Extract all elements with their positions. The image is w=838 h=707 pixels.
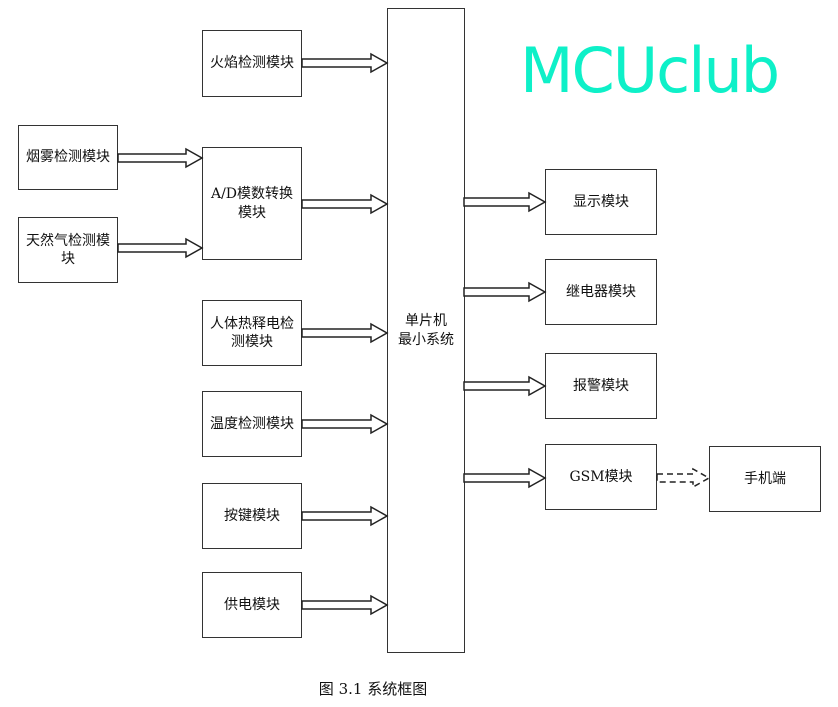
label: 按键模块 xyxy=(224,507,280,524)
label: 手机端 xyxy=(744,470,786,487)
gsm-to-phone-arrow xyxy=(656,467,711,489)
label: 温度检测模块 xyxy=(210,415,294,432)
label: 人体热释电检测模块 xyxy=(210,315,294,350)
mcu-to-gsm-arrow xyxy=(463,467,547,489)
gas-to-ad-arrow xyxy=(117,237,204,259)
watermark-logo: MCUclub xyxy=(520,34,780,107)
label: 继电器模块 xyxy=(566,283,636,300)
mcu-to-alarm-arrow xyxy=(463,375,547,397)
pir-detection-module: 人体热释电检测模块 xyxy=(202,300,302,366)
label: 显示模块 xyxy=(573,193,629,210)
mcu-minimum-system: 单片机 最小系统 xyxy=(387,8,465,653)
label: 烟雾检测模块 xyxy=(26,149,110,166)
key-to-mcu-arrow xyxy=(301,505,389,527)
phone-terminal: 手机端 xyxy=(709,446,821,512)
mcu-to-relay-arrow xyxy=(463,281,547,303)
label: 火焰检测模块 xyxy=(210,55,294,72)
label: 单片机 最小系统 xyxy=(398,313,454,348)
figure-caption: 图 3.1 系统框图 xyxy=(318,680,428,698)
label: GSM模块 xyxy=(569,468,633,485)
temp-to-mcu-arrow xyxy=(301,413,389,435)
fire-to-mcu-arrow xyxy=(301,52,389,74)
mcu-to-display-arrow xyxy=(463,191,547,213)
label: 天然气检测模块 xyxy=(26,232,110,267)
label: 报警模块 xyxy=(573,377,629,394)
label: A/D模数转换模块 xyxy=(210,186,294,221)
power-to-mcu-arrow xyxy=(301,594,389,616)
ad-to-mcu-arrow xyxy=(301,193,389,215)
label: 供电模块 xyxy=(224,596,280,613)
pir-to-mcu-arrow xyxy=(301,322,389,344)
smoke-to-ad-arrow xyxy=(117,147,204,169)
